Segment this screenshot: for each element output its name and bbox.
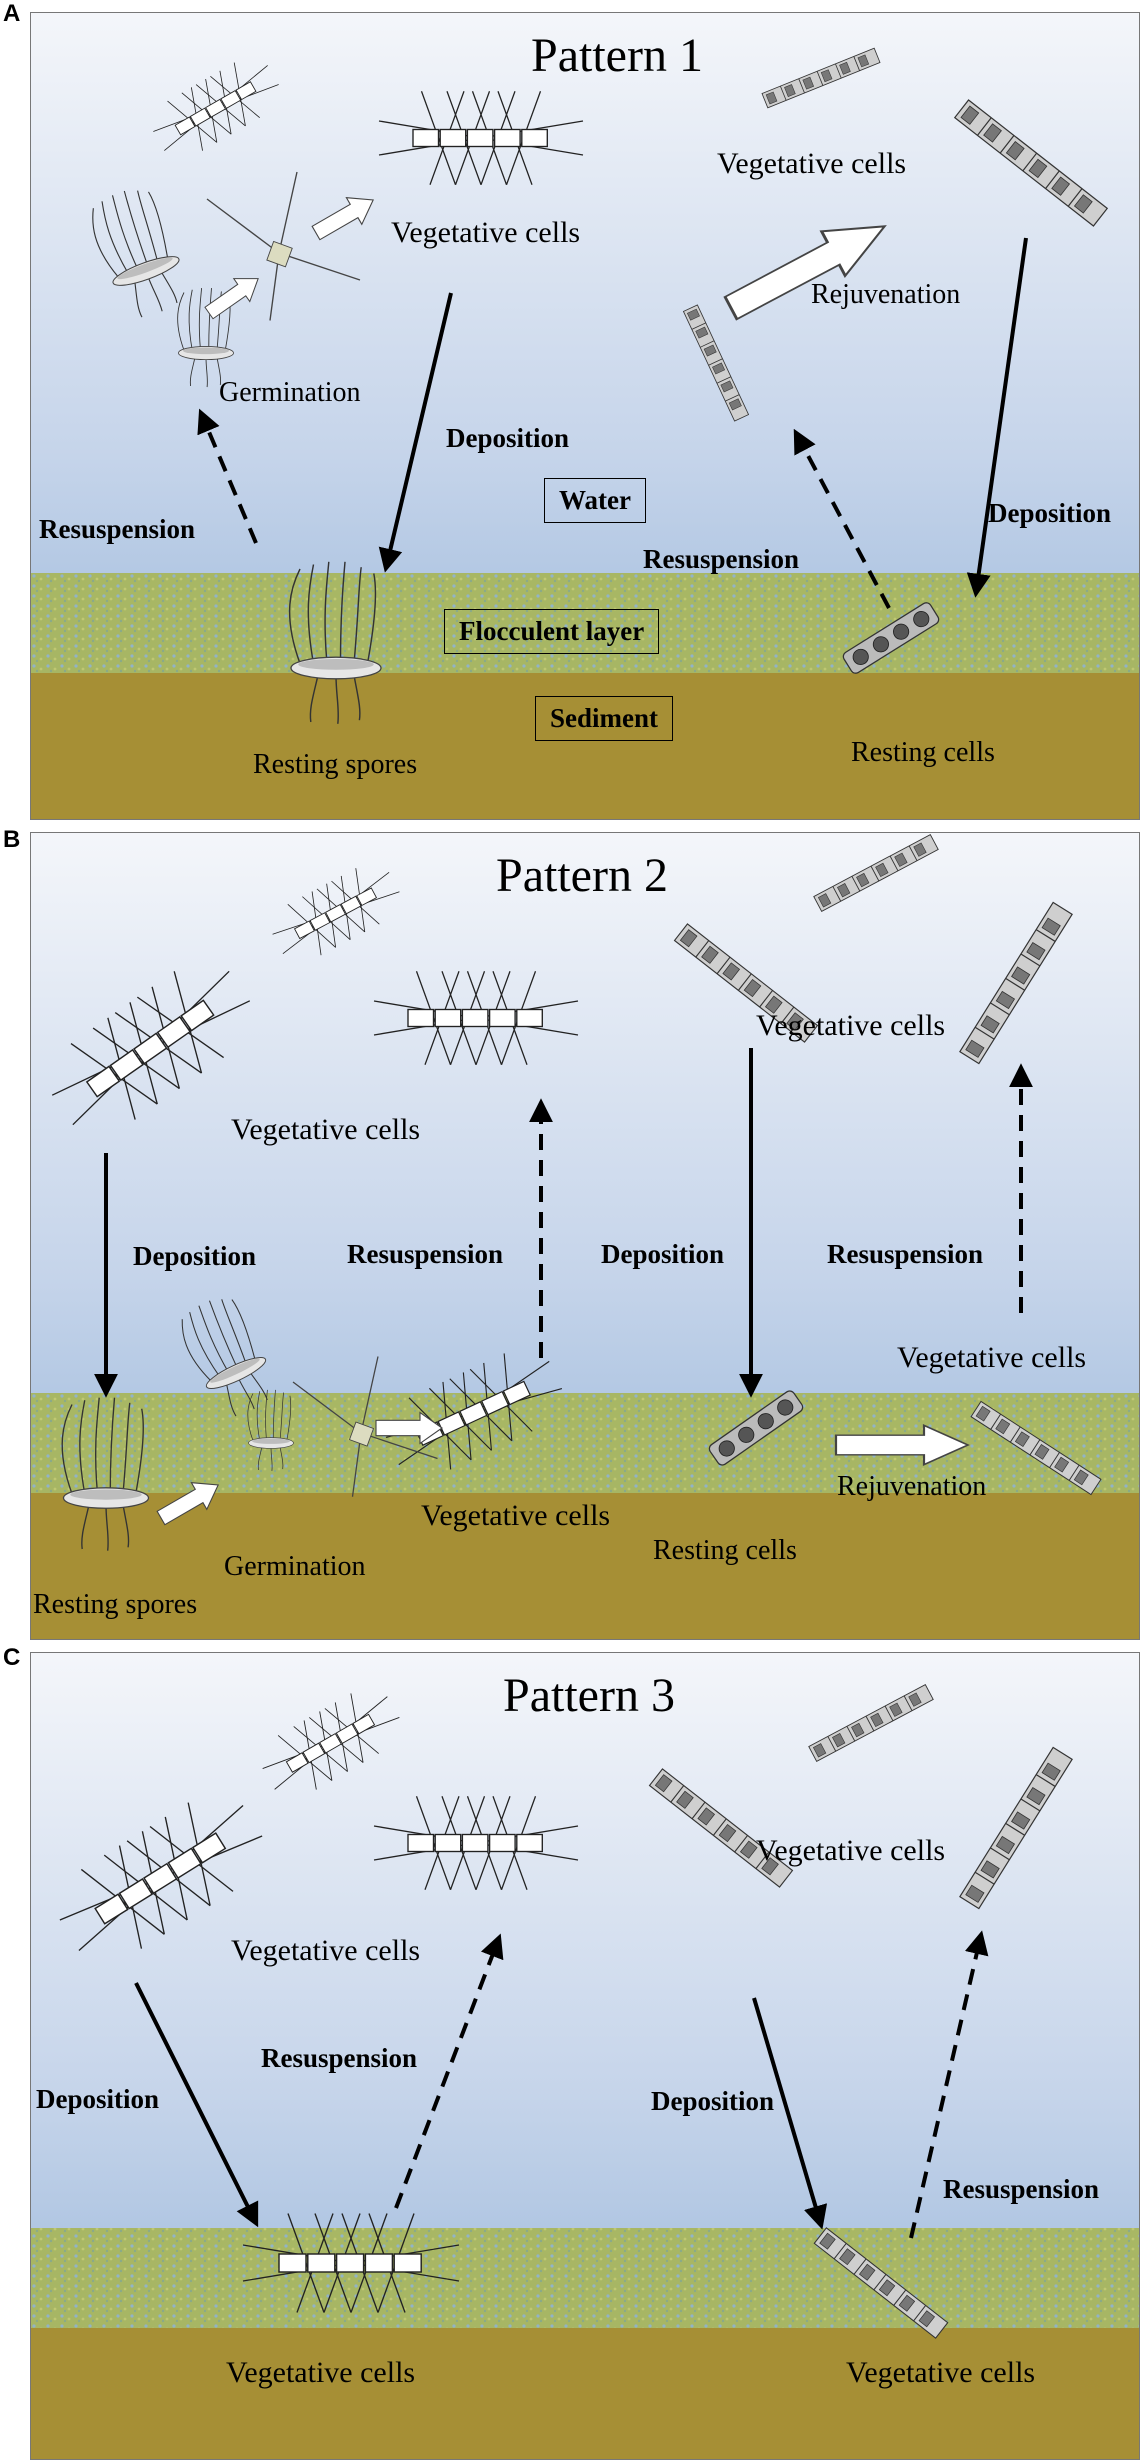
panel-b-letter: B bbox=[3, 826, 21, 853]
label-vegetative-top-right: Vegetative cells bbox=[756, 1834, 946, 1867]
label-vegetative-right: Vegetative cells bbox=[717, 147, 907, 180]
panel-pattern-1: Pattern 1 Vegetative cells Vegetative ce… bbox=[30, 12, 1140, 820]
label-vegetative-bottom-right: Vegetative cells bbox=[846, 2356, 1036, 2389]
panel-a-letter: A bbox=[3, 0, 21, 27]
sediment-layer bbox=[31, 673, 1139, 819]
label-deposition-left: Deposition bbox=[133, 1241, 257, 1271]
panel-c-illustration bbox=[31, 1653, 1139, 2459]
label-rejuvenation: Rejuvenation bbox=[837, 1471, 987, 1502]
deposition-arrow-right bbox=[966, 237, 1028, 598]
label-vegetative-top-left: Vegetative cells bbox=[231, 1934, 421, 1967]
pattern-1-title: Pattern 1 bbox=[531, 29, 703, 82]
label-deposition-right: Deposition bbox=[651, 2086, 775, 2116]
label-resuspension-right: Resuspension bbox=[643, 544, 800, 574]
panel-pattern-3: Pattern 3 Vegetative cells Vegetative ce… bbox=[30, 1652, 1140, 2460]
pattern-2-title: Pattern 2 bbox=[496, 849, 668, 902]
panel-a-illustration bbox=[31, 13, 1139, 819]
resuspension-arrow-left bbox=[394, 1933, 504, 2209]
label-vegetative-left: Vegetative cells bbox=[391, 216, 581, 249]
label-deposition-right: Deposition bbox=[988, 498, 1112, 528]
resuspension-arrow-left bbox=[197, 408, 258, 544]
resuspension-arrow-right bbox=[793, 428, 891, 609]
flocculent-layer bbox=[31, 573, 1139, 673]
label-resuspension-left: Resuspension bbox=[347, 1239, 504, 1269]
label-vegetative-bottom-left: Vegetative cells bbox=[226, 2356, 416, 2389]
label-vegetative-top-right: Vegetative cells bbox=[756, 1009, 946, 1042]
label-germination: Germination bbox=[224, 1551, 366, 1582]
panel-c-letter: C bbox=[3, 1644, 21, 1671]
sediment-layer bbox=[31, 1493, 1139, 1639]
label-vegetative-flocculent: Vegetative cells bbox=[421, 1499, 611, 1532]
deposition-arrow-right bbox=[752, 1997, 828, 2230]
label-vegetative-mid-right: Vegetative cells bbox=[897, 1341, 1087, 1374]
label-rejuvenation: Rejuvenation bbox=[811, 279, 961, 310]
label-water: Water bbox=[544, 478, 646, 523]
label-sediment: Sediment bbox=[535, 696, 673, 741]
panel-b-illustration bbox=[31, 833, 1139, 1639]
pattern-3-title: Pattern 3 bbox=[503, 1669, 675, 1722]
label-flocculent-layer: Flocculent layer bbox=[444, 609, 660, 654]
label-deposition-left: Deposition bbox=[36, 2084, 160, 2114]
deposition-arrow-left bbox=[378, 292, 453, 573]
label-resting-cells: Resting cells bbox=[653, 1535, 797, 1566]
label-resting-cells: Resting cells bbox=[851, 737, 995, 768]
flocculent-layer bbox=[31, 2228, 1139, 2333]
sediment-layer bbox=[31, 2328, 1139, 2459]
deposition-arrow-left bbox=[134, 1982, 259, 2228]
label-resting-spores: Resting spores bbox=[33, 1589, 198, 1620]
label-vegetative-top-left: Vegetative cells bbox=[231, 1113, 421, 1146]
label-deposition-left: Deposition bbox=[446, 423, 570, 453]
panel-pattern-2: Pattern 2 Vegetative cells Vegetative ce… bbox=[30, 832, 1140, 1640]
label-germination: Germination bbox=[219, 377, 361, 408]
label-resuspension-right: Resuspension bbox=[827, 1239, 984, 1269]
label-resuspension-right: Resuspension bbox=[943, 2174, 1100, 2204]
label-resting-spores: Resting spores bbox=[253, 749, 418, 780]
label-resuspension-left: Resuspension bbox=[261, 2043, 418, 2073]
label-deposition-right: Deposition bbox=[601, 1239, 725, 1269]
label-resuspension-left: Resuspension bbox=[39, 514, 196, 544]
